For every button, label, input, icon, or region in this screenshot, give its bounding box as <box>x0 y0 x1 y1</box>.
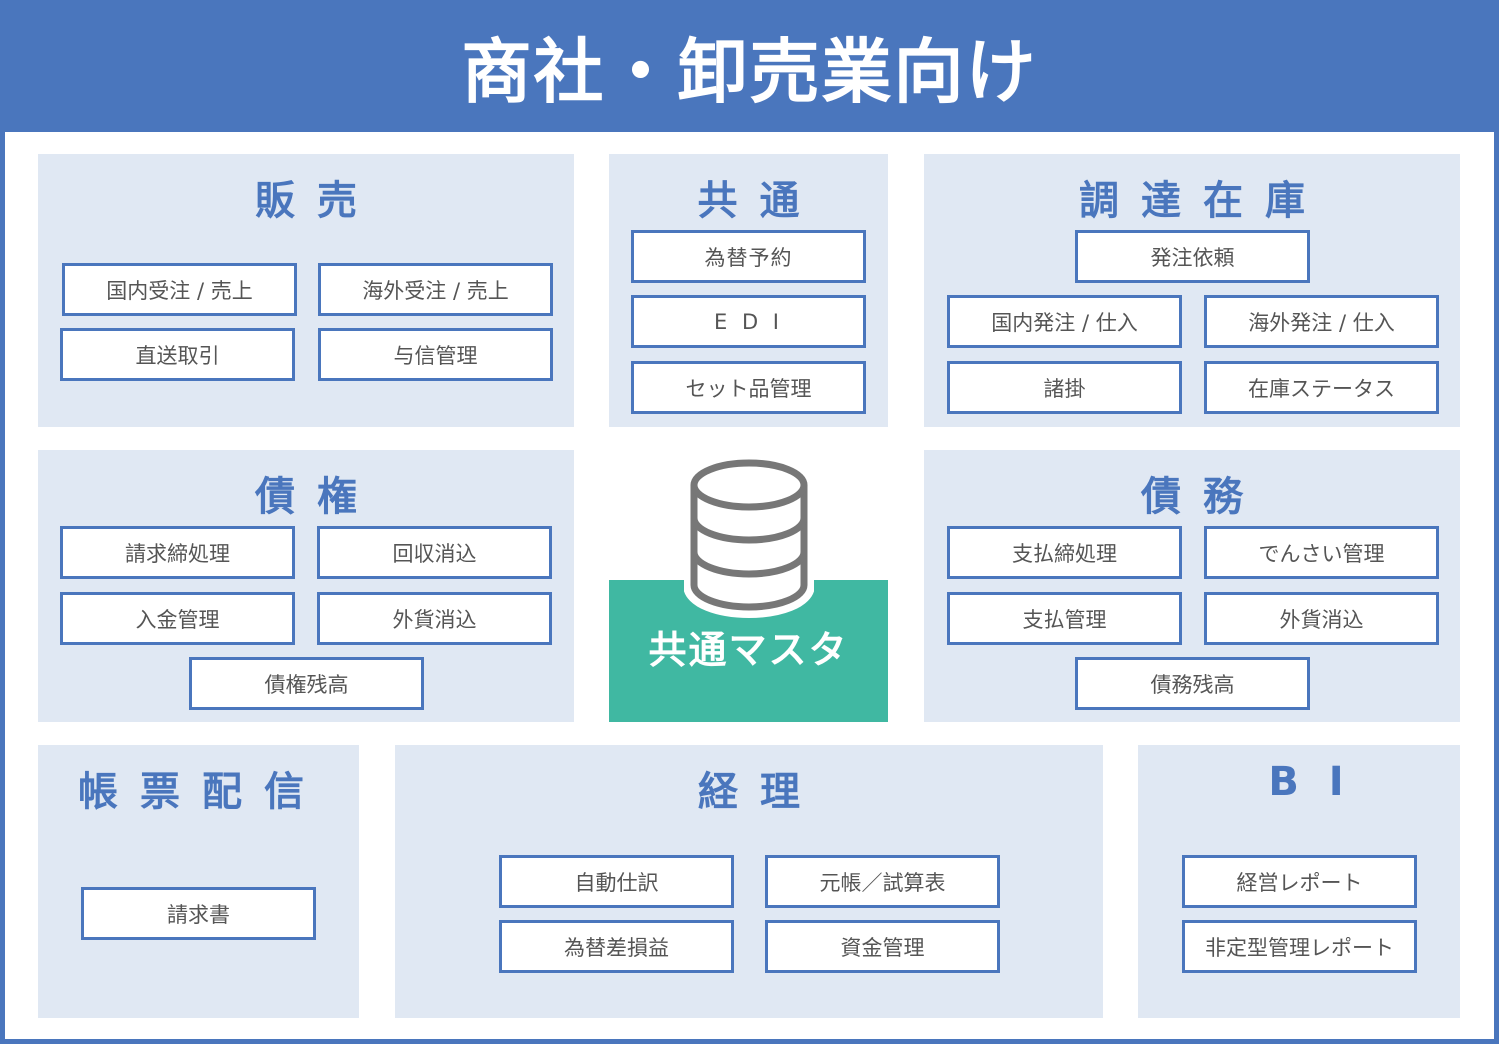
panel-title: 共通 <box>697 178 822 224</box>
module-box: 直送取引 <box>60 328 295 381</box>
module-box: 為替差損益 <box>499 920 734 973</box>
panel-title: 債務 <box>1141 474 1265 520</box>
module-box: 自動仕訳 <box>499 855 734 908</box>
module-box: 海外受注 / 売上 <box>318 263 553 316</box>
module-box: でんさい管理 <box>1204 526 1439 579</box>
module-box: 債務残高 <box>1075 657 1310 710</box>
module-box: 経営レポート <box>1182 855 1417 908</box>
panel-title: 販売 <box>255 178 379 224</box>
module-box: 請求書 <box>81 887 316 940</box>
panel-title: 経理 <box>698 769 822 815</box>
panel-forms: 帳票配信 <box>38 745 359 1018</box>
panel-title: 債権 <box>255 474 379 520</box>
common-master-label: 共通マスタ <box>648 628 849 672</box>
module-box: 与信管理 <box>318 328 553 381</box>
module-box: 国内受注 / 売上 <box>62 263 297 316</box>
module-box: 発注依頼 <box>1075 230 1310 283</box>
module-box: 回収消込 <box>317 526 552 579</box>
module-box: 海外発注 / 仕入 <box>1204 295 1439 348</box>
module-box: 請求締処理 <box>60 526 295 579</box>
module-box: 国内発注 / 仕入 <box>947 295 1182 348</box>
module-box: 支払締処理 <box>947 526 1182 579</box>
module-box: E D I <box>631 295 866 348</box>
module-box: 資金管理 <box>765 920 1000 973</box>
module-box: 入金管理 <box>60 592 295 645</box>
module-box: 元帳／試算表 <box>765 855 1000 908</box>
database-icon <box>684 455 814 618</box>
header: 商社・卸売業向け <box>0 0 1499 132</box>
page-title: 商社・卸売業向け <box>461 30 1038 113</box>
module-box: 支払管理 <box>947 592 1182 645</box>
module-box: 債権残高 <box>189 657 424 710</box>
module-box: セット品管理 <box>631 361 866 414</box>
panel-title: 帳票配信 <box>78 769 326 815</box>
module-box: 非定型管理レポート <box>1182 920 1417 973</box>
module-box: 在庫ステータス <box>1204 361 1439 414</box>
module-box: 外貨消込 <box>317 592 552 645</box>
panel-title: B I <box>1268 759 1352 805</box>
panel-title: 調達在庫 <box>1079 178 1327 224</box>
module-box: 外貨消込 <box>1204 592 1439 645</box>
module-box: 諸掛 <box>947 361 1182 414</box>
module-box: 為替予約 <box>631 230 866 283</box>
